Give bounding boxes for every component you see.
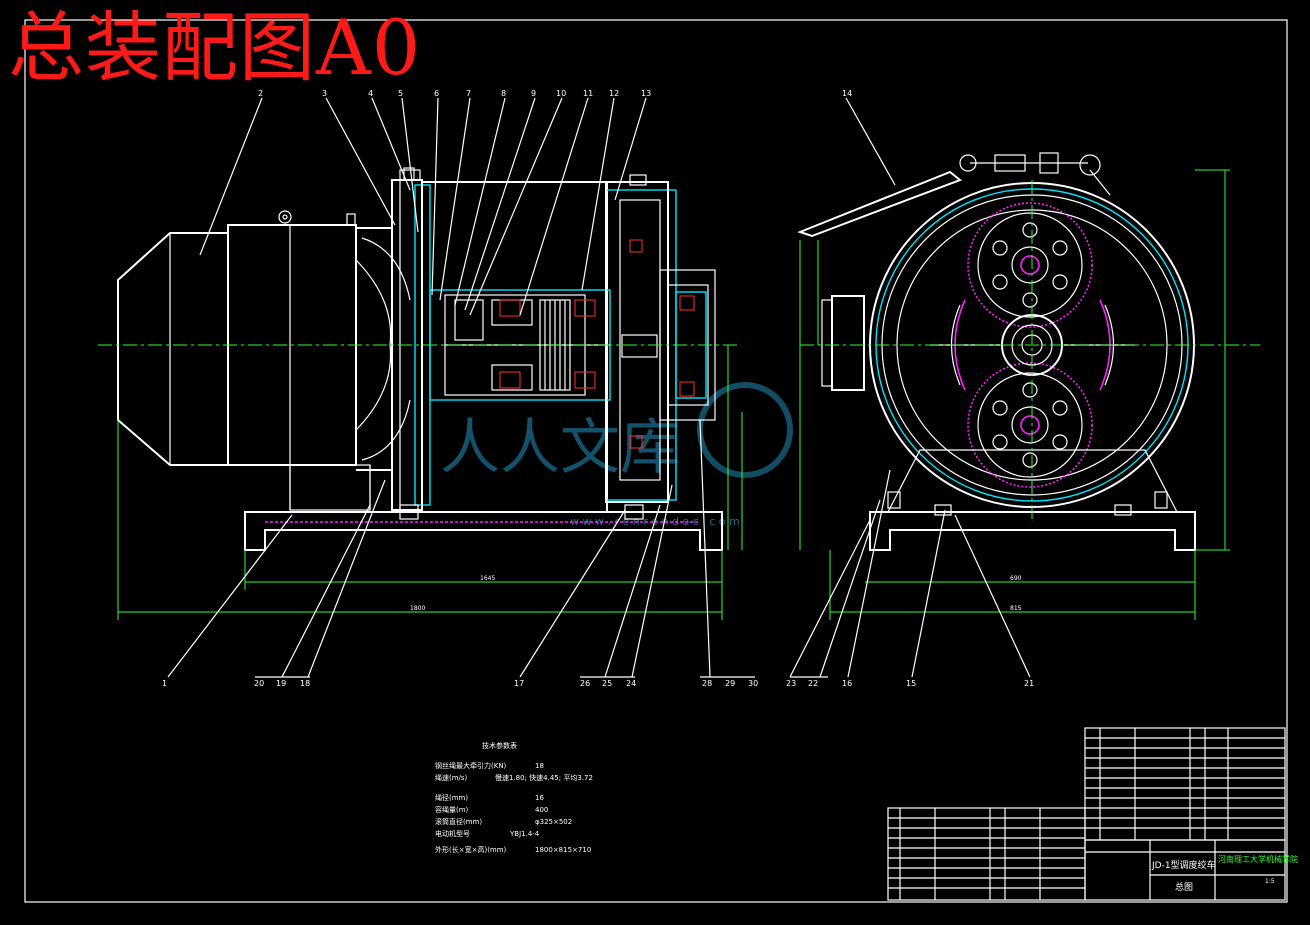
svg-text:690: 690 bbox=[1010, 575, 1022, 582]
part-label: 1 bbox=[162, 679, 167, 688]
part-label: 5 bbox=[398, 89, 403, 98]
svg-text:1645: 1645 bbox=[480, 575, 495, 582]
part-label: 4 bbox=[368, 89, 373, 98]
svg-text:815: 815 bbox=[1010, 605, 1022, 612]
scale: 1:5 bbox=[1265, 878, 1275, 885]
tech-row-value: YBJ1.4-4 bbox=[509, 830, 540, 838]
tech-row-value: 18 bbox=[535, 762, 544, 770]
part-label: 9 bbox=[531, 89, 536, 98]
part-label: 6 bbox=[434, 89, 439, 98]
tech-row-value: φ325×502 bbox=[535, 818, 572, 826]
part-label: 24 bbox=[626, 679, 636, 688]
part-label: 12 bbox=[609, 89, 619, 98]
drawing-border bbox=[24, 19, 1288, 903]
tech-row-label: 容绳量(m) bbox=[435, 805, 469, 814]
part-label: 29 bbox=[725, 679, 735, 688]
part-label: 28 bbox=[702, 679, 712, 688]
tech-row-label: 绳速(m/s) bbox=[435, 773, 468, 782]
part-label: 14 bbox=[842, 89, 852, 98]
part-label: 25 bbox=[602, 679, 612, 688]
part-label: 22 bbox=[808, 679, 818, 688]
part-labels-bottom: 1 20 19 18 17 26 25 24 28 29 30 23 22 16… bbox=[162, 679, 1034, 688]
tech-row-label: 外形(长×宽×高)(mm) bbox=[435, 845, 507, 854]
company-name: 河南理工大学机械学院 bbox=[1218, 854, 1298, 864]
tech-row-label: 绳径(mm) bbox=[435, 793, 468, 802]
tech-row-value: 慢速1.80; 快速4.45; 平均3.72 bbox=[495, 773, 593, 782]
part-label: 20 bbox=[254, 679, 264, 688]
part-label: 17 bbox=[514, 679, 524, 688]
part-label: 10 bbox=[556, 89, 566, 98]
part-label: 30 bbox=[748, 679, 758, 688]
side-view: 690 815 bbox=[797, 152, 1260, 620]
part-label: 19 bbox=[276, 679, 286, 688]
part-labels-top: 2 3 4 5 6 7 8 9 10 11 12 13 14 bbox=[258, 89, 852, 98]
tech-heading: 技术参数表 bbox=[482, 741, 517, 750]
part-label: 18 bbox=[300, 679, 310, 688]
part-label: 7 bbox=[466, 89, 471, 98]
part-label: 13 bbox=[641, 89, 651, 98]
page-title: 总装配图A0 bbox=[8, 3, 422, 92]
title-block: JD-1型调度绞车 总图 河南理工大学机械学院 1:5 bbox=[887, 727, 1298, 901]
tech-parameters: 技术参数表 钢丝绳最大牵引力(KN) 18 绳速(m/s) 慢速1.80; 快速… bbox=[435, 741, 593, 854]
leader-lines bbox=[167, 97, 1031, 678]
part-label: 15 bbox=[906, 679, 916, 688]
part-label: 2 bbox=[258, 89, 263, 98]
watermark-text: 人人文库 bbox=[440, 413, 680, 483]
tech-row-value: 16 bbox=[535, 794, 544, 802]
drawing-name: 总图 bbox=[1175, 881, 1193, 893]
part-label: 16 bbox=[842, 679, 852, 688]
front-view: 1800 1645 bbox=[98, 167, 743, 620]
part-label: 23 bbox=[786, 679, 796, 688]
part-label: 26 bbox=[580, 679, 590, 688]
tech-row-label: 钢丝绳最大牵引力(KN) bbox=[435, 761, 507, 770]
watermark: 人人文库 w w w . r e n r e n d o c . c o m bbox=[440, 382, 793, 528]
machine-name: JD-1型调度绞车 bbox=[1151, 859, 1216, 871]
part-label: 11 bbox=[583, 89, 593, 98]
tech-row-value: 400 bbox=[535, 806, 548, 814]
tech-row-label: 电动机型号 bbox=[435, 829, 470, 838]
part-label: 8 bbox=[501, 89, 506, 98]
tech-row-value: 1800×815×710 bbox=[535, 846, 591, 854]
part-label: 21 bbox=[1024, 679, 1034, 688]
tech-row-label: 滚筒直径(mm) bbox=[435, 817, 482, 826]
svg-text:1800: 1800 bbox=[410, 605, 425, 612]
part-label: 3 bbox=[322, 89, 327, 98]
